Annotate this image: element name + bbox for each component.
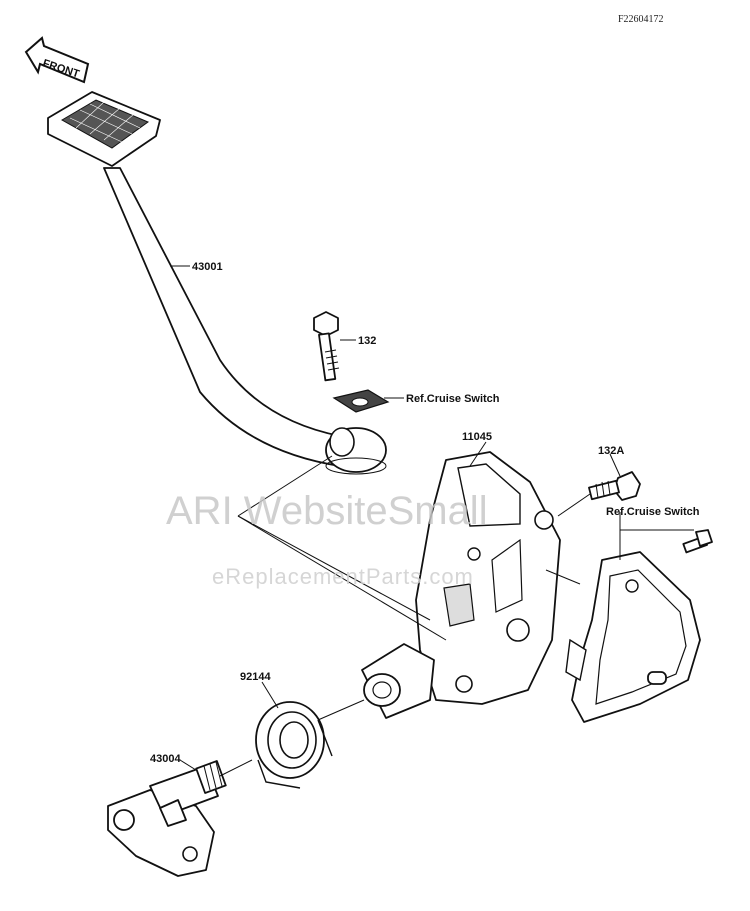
brake-pedal-part (47, 91, 387, 475)
bolt-132-part (313, 311, 340, 382)
watermark-primary: ARI WebsiteSmall (166, 489, 488, 533)
label-43001: 43001 (192, 261, 223, 273)
label-92144: 92144 (240, 671, 271, 683)
front-arrow-icon: FRONT (24, 36, 90, 84)
label-ref-cruise-switch-top: Ref.Cruise Switch (406, 393, 500, 405)
cruise-switch-plate-part (332, 389, 390, 413)
shaft-43004-part (107, 760, 227, 877)
switch-screw-part (682, 529, 713, 554)
label-132a: 132A (598, 445, 624, 457)
bolt-132a-part (588, 471, 641, 501)
label-43004: 43004 (150, 753, 181, 765)
drawing-code: F22604172 (618, 14, 664, 25)
label-132: 132 (358, 335, 376, 347)
spring-92144-part (255, 701, 333, 789)
bracket-11045-part (361, 451, 561, 719)
watermark-secondary: eReplacementParts.com (212, 564, 474, 589)
label-11045: 11045 (462, 431, 492, 443)
leader-lines (170, 265, 694, 777)
label-ref-cruise-switch-right: Ref.Cruise Switch (606, 506, 700, 518)
cruise-switch-cover-part (565, 551, 701, 723)
